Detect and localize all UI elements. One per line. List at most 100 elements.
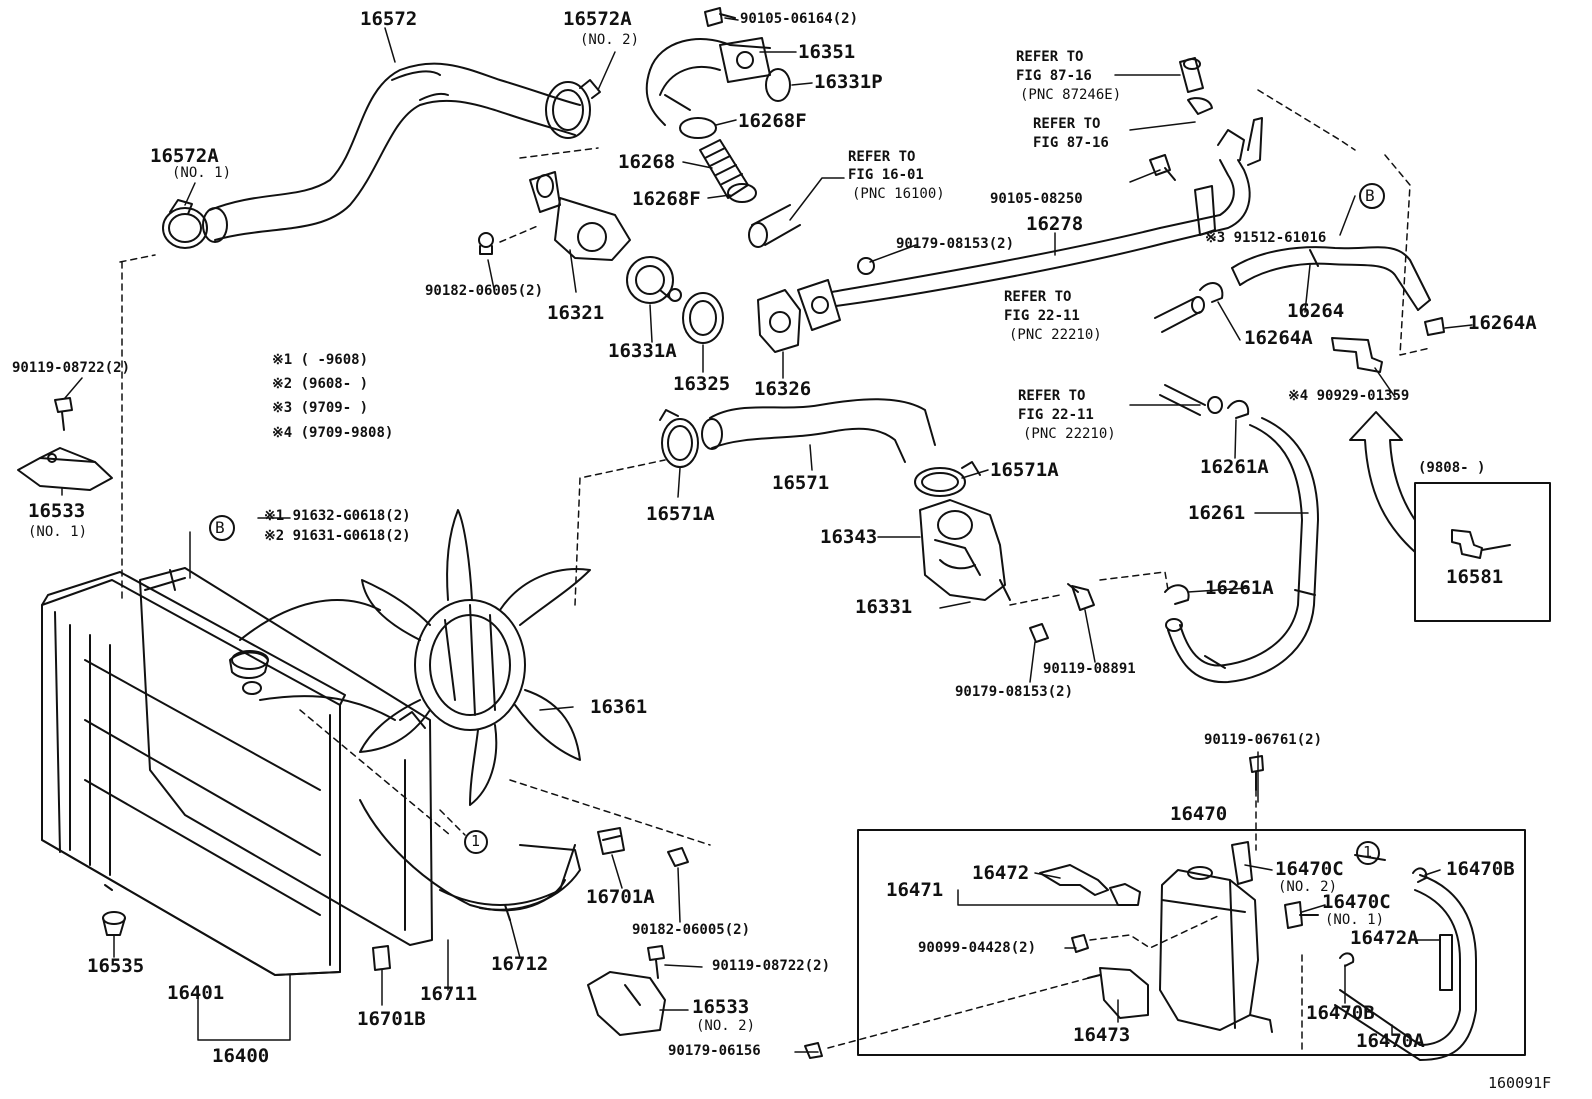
reservoir-tank-16470 xyxy=(1159,866,1273,1033)
part-16572A-no1: 16572A xyxy=(150,145,219,167)
part-16473: 16473 xyxy=(1073,1024,1131,1046)
upper-radiator-hose xyxy=(202,62,581,243)
clamp-16261A-a xyxy=(1227,399,1250,419)
part-16572: 16572 xyxy=(360,8,418,30)
circle-1-text-2: 1 xyxy=(1363,843,1373,861)
refer-16100-line3: (PNC 16100) xyxy=(852,186,945,202)
part-16712: 16712 xyxy=(491,953,549,975)
bolt-90099-04428 xyxy=(1071,934,1089,953)
pipe-16278 xyxy=(797,117,1263,331)
circle-b-marker-2 xyxy=(209,515,235,541)
diagram-id: 160091F xyxy=(1488,1074,1552,1092)
part-16261: 16261 xyxy=(1188,502,1246,524)
refer-87-16-line1: REFER TO xyxy=(1033,116,1101,132)
gasket-16326 xyxy=(757,289,801,353)
bracket-16533-no1 xyxy=(17,447,113,491)
circle-1-marker-1 xyxy=(464,830,488,854)
refer-87246E-line1: REFER TO xyxy=(1016,49,1084,65)
o-ring-16331P xyxy=(765,68,791,102)
fan-16361 xyxy=(239,509,591,912)
part-16268F-b: 16268F xyxy=(632,188,701,210)
fan-shroud-16711 xyxy=(139,567,433,946)
pipe-ref-16100 xyxy=(748,204,801,248)
part-16470C-no1: 16470C xyxy=(1322,891,1391,913)
leader-lines xyxy=(61,17,1473,1053)
part-16361: 16361 xyxy=(590,696,648,718)
inset-arrow xyxy=(1349,411,1416,553)
part-16472A: 16472A xyxy=(1350,927,1419,949)
refer-87-16-line2: FIG 87-16 xyxy=(1033,135,1109,151)
part-16581: 16581 xyxy=(1446,566,1504,588)
reservoir-box xyxy=(857,829,1526,1056)
part-90099-04428: 90099-04428(2) xyxy=(918,940,1037,956)
circle-1-marker-2 xyxy=(1356,841,1380,865)
part-16264A-b: 16264A xyxy=(1468,312,1537,334)
part-16351: 16351 xyxy=(798,41,856,63)
refer-87246E-line2: FIG 87-16 xyxy=(1016,68,1092,84)
part-90119-08722-b: 90119-08722(2) xyxy=(712,958,831,974)
nut-90179-06156 xyxy=(804,1042,823,1059)
part-90179-06156: 90179-06156 xyxy=(668,1043,761,1059)
hose-16472A xyxy=(1334,874,1477,1061)
clip-16701B xyxy=(372,945,391,971)
refer-22210a-line1: REFER TO xyxy=(1004,289,1072,305)
part-90182-06005-b: 90182-06005(2) xyxy=(632,922,751,938)
part-91512-61016: ※3 91512-61016 xyxy=(1205,230,1327,246)
legend-line-4: ※4 (9709-9808) xyxy=(272,425,394,441)
part-16470: 16470 xyxy=(1170,803,1228,825)
bolt-90119-06761 xyxy=(1249,755,1264,791)
inset-box xyxy=(1414,482,1551,622)
part-16533-no1-note: (NO. 1) xyxy=(28,524,88,540)
legend-line-3: ※3 (9709- ) xyxy=(272,400,369,416)
clamp-16264A xyxy=(1199,282,1445,336)
part-16325: 16325 xyxy=(673,373,731,395)
clip-16701A xyxy=(597,827,625,855)
part-16264: 16264 xyxy=(1287,300,1345,322)
sensor-16581 xyxy=(1451,529,1511,559)
inset-range-label: (9808- ) xyxy=(1418,460,1486,476)
part-16571: 16571 xyxy=(772,472,830,494)
hose-16261 xyxy=(1165,417,1319,684)
part-16711: 16711 xyxy=(420,983,478,1005)
circle-b-text-2: B xyxy=(215,518,225,537)
circle-1-text-1: 1 xyxy=(471,832,481,850)
part-90105-08250: 90105-08250 xyxy=(990,191,1083,207)
part-91632-G0618: ※1 91632-G0618(2) xyxy=(264,508,411,524)
hose-clamp-no2 xyxy=(545,79,601,139)
refer-87246E-line3: (PNC 87246E) xyxy=(1020,87,1122,103)
refer-16100-line1: REFER TO xyxy=(848,149,916,165)
nut-90179-08153-b xyxy=(1029,623,1049,643)
refer-22210a-line2: FIG 22-11 xyxy=(1004,308,1080,324)
nut-90179-08153 xyxy=(857,257,875,275)
part-16278: 16278 xyxy=(1026,213,1084,235)
radiator-16401 xyxy=(41,571,346,976)
part-16470A: 16470A xyxy=(1356,1030,1425,1052)
bracket-16470C-no2 xyxy=(1231,841,1253,885)
part-16533-no1: 16533 xyxy=(28,500,86,522)
part-16701A: 16701A xyxy=(586,886,655,908)
bolt-90119-08722-b xyxy=(647,945,665,979)
bolt-90182-06005 xyxy=(478,232,494,255)
part-16400: 16400 xyxy=(212,1045,270,1067)
part-16472: 16472 xyxy=(972,862,1030,884)
fan-shroud-16712 xyxy=(439,844,576,921)
bracket-16533-no2 xyxy=(587,971,666,1036)
refer-16100-line2: FIG 16-01 xyxy=(848,167,924,183)
part-16343: 16343 xyxy=(820,526,878,548)
part-16470B-a: 16470B xyxy=(1446,858,1515,880)
clamp-16571A-a xyxy=(659,409,699,468)
part-90119-08891: 90119-08891 xyxy=(1043,661,1136,677)
refer-pipe-22210-a xyxy=(1154,296,1205,333)
part-16268F-a: 16268F xyxy=(738,110,807,132)
bolt-90119-08722-a xyxy=(54,397,73,431)
refer-pipe-22210-b xyxy=(1159,384,1223,416)
part-16572A-no2-note: (NO. 2) xyxy=(580,32,640,48)
part-16470C-no2-note: (NO. 2) xyxy=(1278,879,1338,895)
legend-line-1: ※1 ( -9608) xyxy=(272,352,369,368)
bolt-90182-06005-b xyxy=(667,847,689,867)
part-16331P: 16331P xyxy=(814,71,883,93)
part-16331: 16331 xyxy=(855,596,913,618)
part-16535: 16535 xyxy=(87,955,145,977)
part-16470B-b: 16470B xyxy=(1306,1002,1375,1024)
